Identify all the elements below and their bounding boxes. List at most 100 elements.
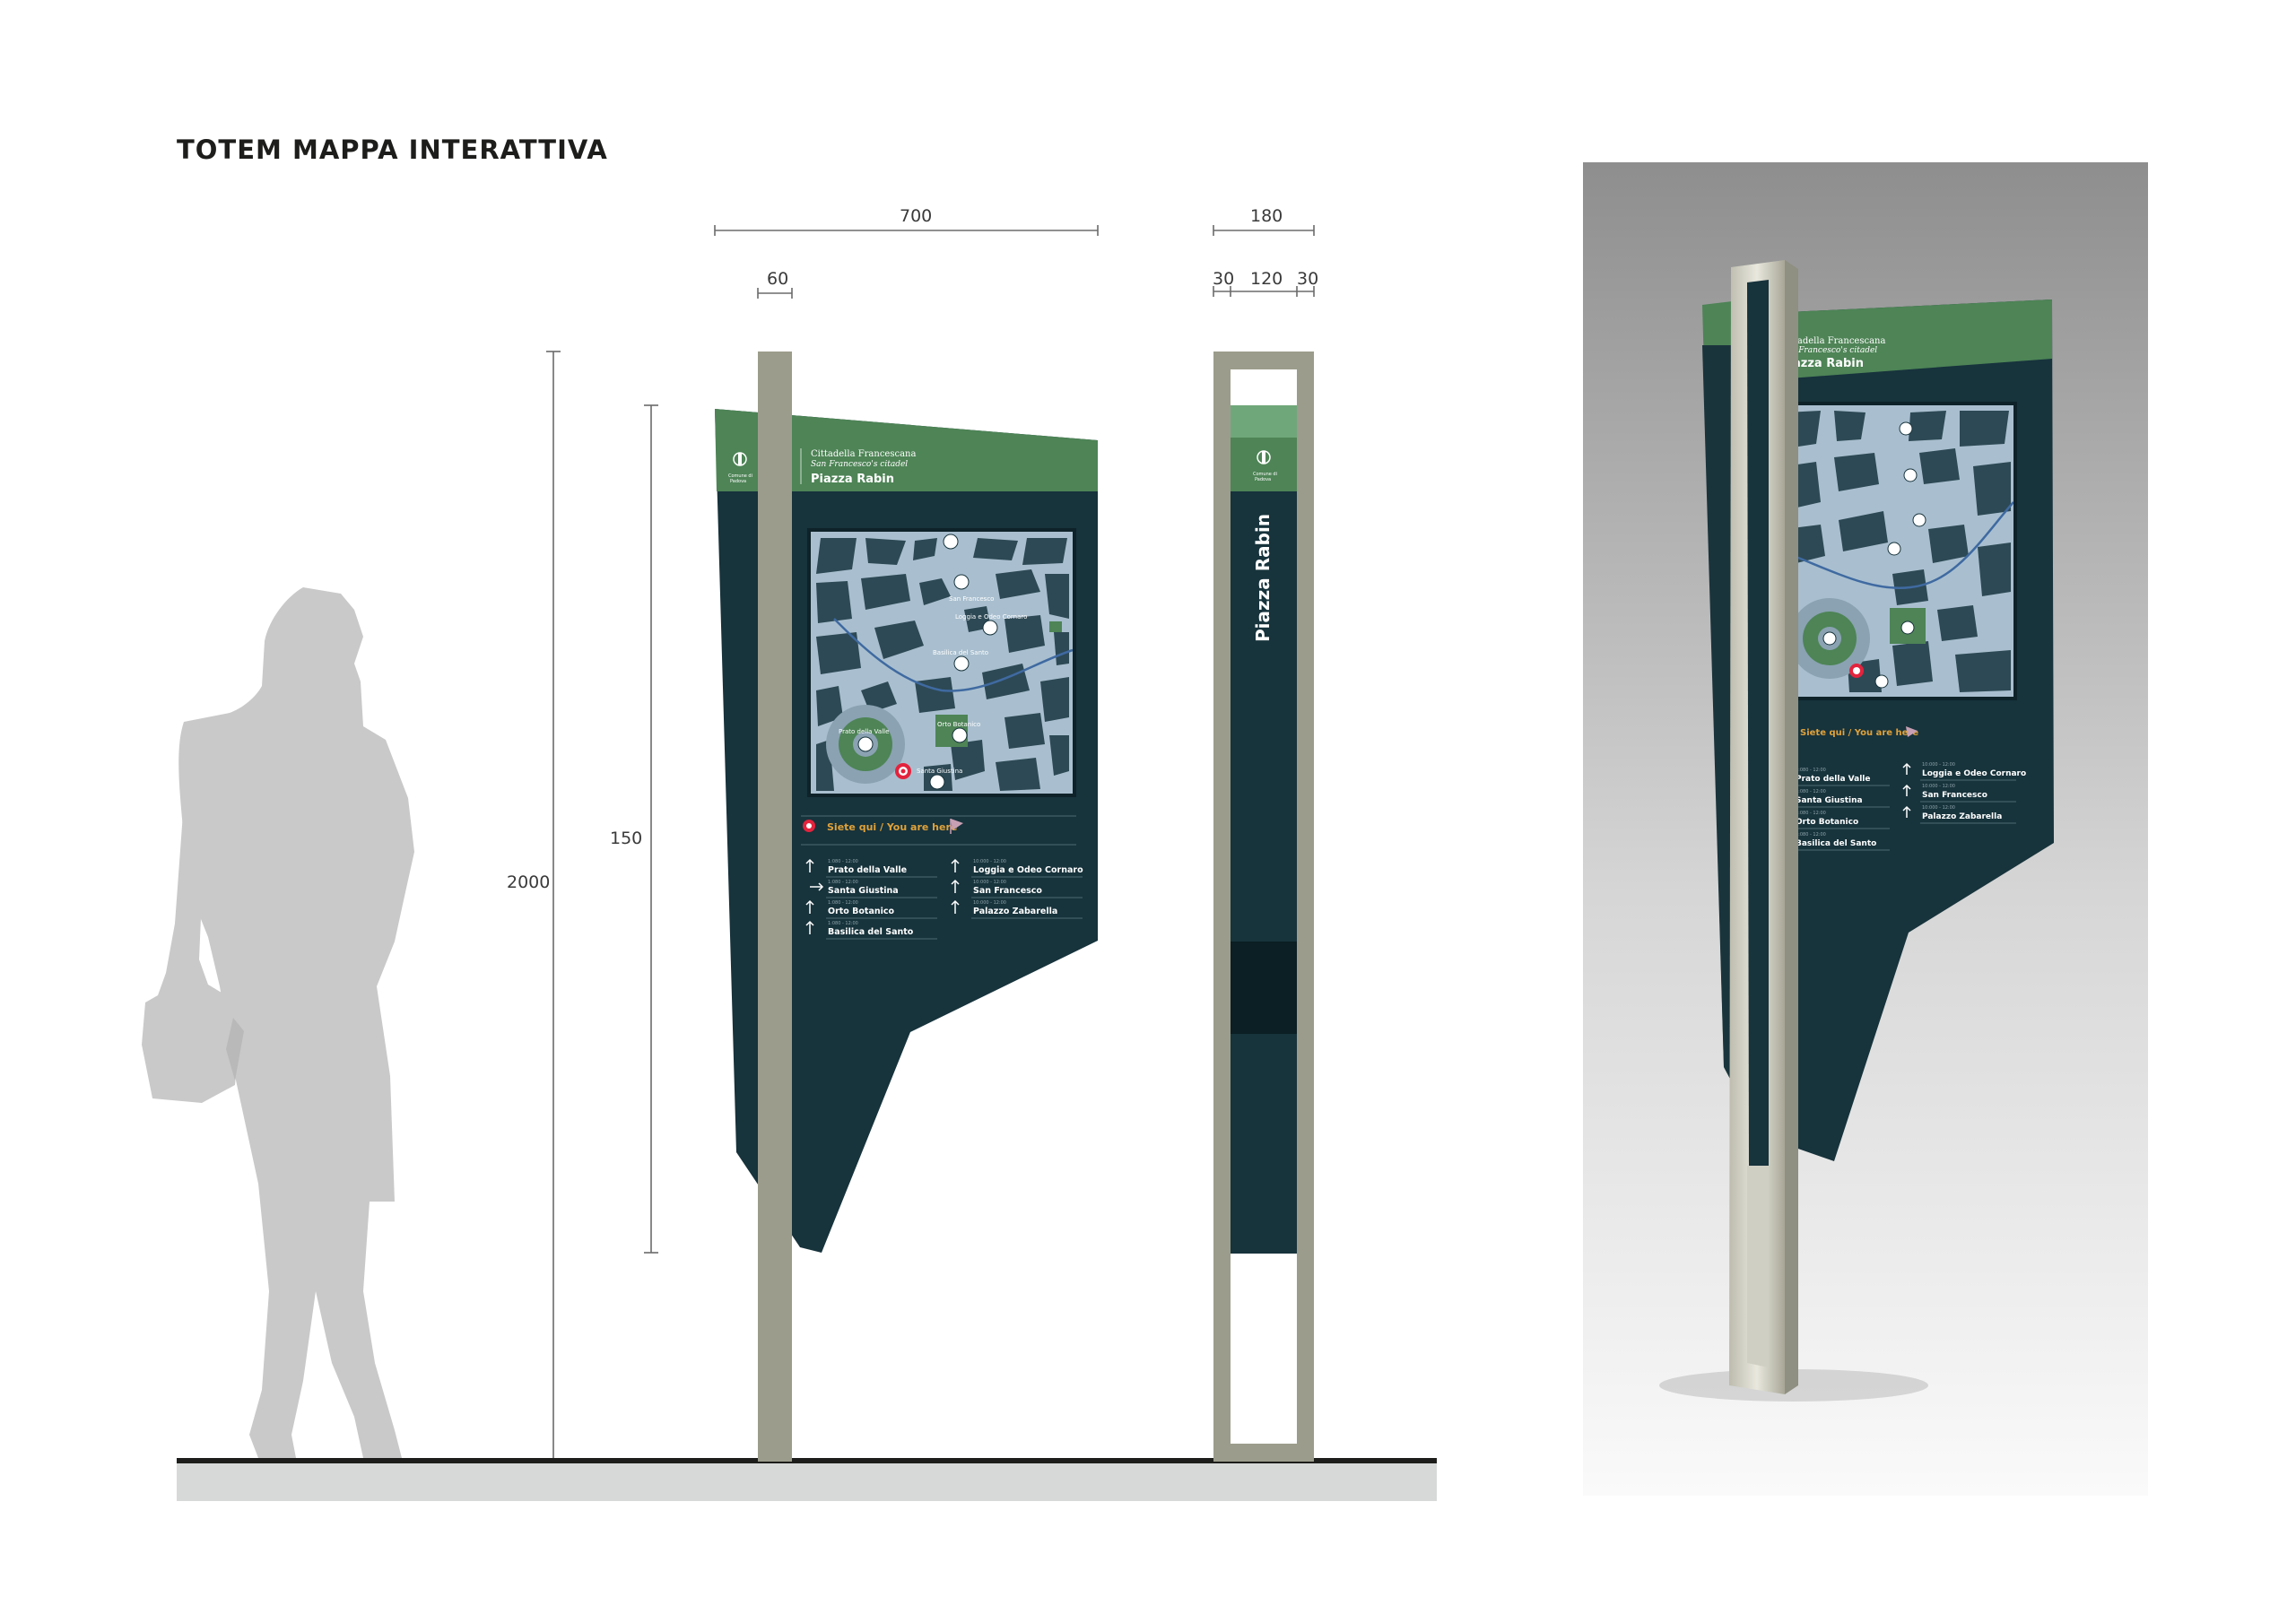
front-panel-header (715, 409, 1098, 491)
map-marker-icons (857, 534, 998, 790)
dimension-label-total-height: 2000 (507, 872, 550, 892)
destination-hours: 1:080 - 12:00 (1796, 811, 1826, 816)
district-name: Cittadella Francescana (811, 449, 916, 459)
arrow-up-icon (951, 858, 960, 872)
render-place: Piazza Rabin (1780, 357, 1864, 370)
destination-name: Palazzo Zabarella (973, 907, 1057, 916)
dimension-label-depth-right: 30 (1297, 269, 1318, 289)
destination-name: Prato della Valle (828, 865, 907, 875)
side-logo-icon (1257, 450, 1271, 464)
render-view: Cittadella Francescana San Francesco's c… (1583, 162, 2148, 1496)
arrow-up-icon (1902, 805, 1911, 818)
destination-hours: 1:080 - 12:00 (828, 900, 858, 906)
arrow-up-icon (951, 899, 960, 914)
destination-name: Loggia e Odeo Cornaro (973, 865, 1083, 875)
destination-hours: 10:000 - 12:00 (973, 859, 1006, 864)
dimension-label-width: 700 (900, 206, 932, 226)
logo-text-1: Comune di (728, 473, 752, 479)
destination-name: San Francesco (973, 886, 1042, 896)
ground-slab (177, 1463, 1437, 1501)
dimension-label-pole-width: 60 (767, 269, 788, 289)
dimension-depth (1213, 225, 1315, 236)
logo-text-2: Padova (730, 479, 746, 484)
dimension-label-depth-middle: 120 (1250, 269, 1283, 289)
street-map: San Francesco Loggia e Odeo Cornaro Basi… (811, 532, 1073, 794)
arrow-up-icon (1902, 784, 1911, 796)
dimension-total-height (546, 351, 561, 1458)
place-name: Piazza Rabin (811, 473, 894, 486)
destination-name: Basilica del Santo (828, 927, 914, 937)
map-label-orto: Orto Botanico (937, 721, 980, 728)
destination-hours: 1:080 - 12:00 (828, 921, 858, 926)
dimension-depth-parts (1213, 286, 1315, 297)
destination-name: Basilica del Santo (1796, 839, 1876, 848)
destination-hours: 1:080 - 12:00 (1796, 768, 1826, 773)
dimension-label-depth-left: 30 (1213, 269, 1234, 289)
map-label-loggia: Loggia e Odeo Cornaro (955, 613, 1027, 621)
you-are-here-icon (895, 763, 911, 779)
page-title: TOTEM MAPPA INTERATTIVA (177, 135, 608, 165)
dimension-pole-width (757, 288, 793, 299)
destination-hours: 1:080 - 12:00 (828, 859, 858, 864)
destination-name: Prato della Valle (1796, 775, 1870, 784)
destination-name: Palazzo Zabarella (1922, 812, 2002, 821)
render-you-are-here-label: Siete qui / You are here (1800, 728, 1918, 738)
dimension-panel-height (644, 404, 658, 1254)
map-label-santo: Basilica del Santo (933, 649, 988, 656)
human-silhouette (142, 587, 414, 1458)
destination-hours: 10:000 - 12:00 (1922, 762, 1955, 768)
destination-hours: 10:000 - 12:00 (973, 880, 1006, 885)
destination-hours: 10:000 - 12:00 (973, 900, 1006, 906)
city-logo-icon (733, 452, 747, 466)
render-street-map (1780, 405, 2013, 697)
arrow-up-icon (951, 879, 960, 893)
side-place-name: Piazza Rabin (1252, 514, 1274, 642)
destination-name: Loggia e Odeo Cornaro (1922, 769, 2026, 778)
you-are-here-label: Siete qui / You are here (827, 821, 957, 833)
ground-line (177, 1458, 1437, 1463)
legend-you-are-here-icon (803, 820, 815, 832)
destination-name: Santa Giustina (828, 886, 899, 896)
front-pole (758, 352, 792, 1462)
side-elevation: Comune di Padova Piazza Rabin (1213, 352, 1314, 1462)
dimension-label-depth: 180 (1250, 206, 1283, 226)
side-logo-text-1: Comune di (1253, 472, 1277, 477)
map-label-giustina: Santa Giustina (917, 768, 962, 775)
destination-name: Orto Botanico (828, 907, 895, 916)
map-label-francesco: San Francesco (949, 595, 994, 603)
destination-hours: 1:080 - 12:00 (1796, 789, 1826, 794)
arrow-up-icon (1902, 762, 1911, 775)
district-name-en: San Francesco's citadel (811, 460, 908, 469)
arrow-right-icon (810, 882, 824, 891)
destination-hours: 1:080 - 12:00 (828, 880, 858, 885)
destination-hours: 10:000 - 12:00 (1922, 784, 1955, 789)
destination-name: San Francesco (1922, 791, 1987, 800)
render-district-en: San Francesco's citadel (1780, 346, 1877, 355)
dimension-width (714, 225, 1099, 236)
map-label-prato: Prato della Valle (839, 728, 889, 735)
render-panel-header (1751, 299, 2052, 381)
direction-flag-icon (950, 819, 963, 834)
side-logo-text-2: Padova (1255, 477, 1271, 482)
dimension-label-panel-height: 150 (610, 829, 642, 848)
render-pole (1729, 260, 1798, 1394)
destination-hours: 1:080 - 12:00 (1796, 832, 1826, 838)
front-elevation: Comune di Padova Cittadella Francescana … (715, 352, 1098, 1462)
arrow-up-icon (805, 858, 814, 872)
render-district: Cittadella Francescana (1780, 336, 1885, 346)
destination-name: Orto Botanico (1796, 818, 1858, 827)
arrow-up-icon (805, 899, 814, 914)
destination-hours: 10:000 - 12:00 (1922, 805, 1955, 811)
